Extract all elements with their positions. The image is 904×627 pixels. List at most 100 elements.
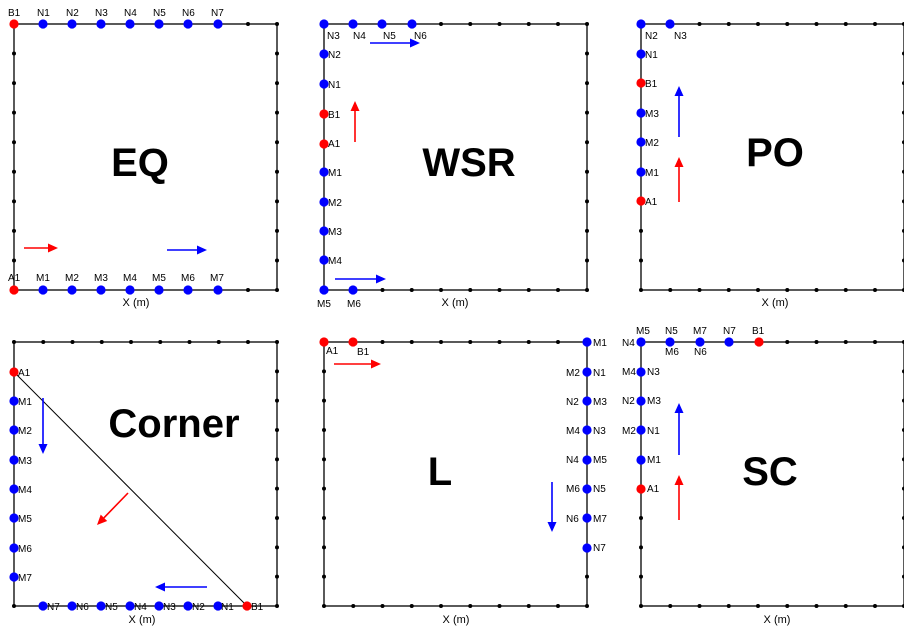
node-label: M3	[645, 109, 659, 120]
x-axis-label: X (m)	[442, 297, 469, 309]
boundary-dot	[409, 288, 414, 292]
blue-node	[319, 197, 329, 207]
boundary-dot	[351, 604, 356, 608]
boundary-dot	[275, 516, 279, 520]
boundary-dot	[726, 288, 731, 292]
boundary-dot	[585, 199, 589, 204]
node-label: A1	[647, 484, 660, 495]
boundary-dot	[275, 288, 279, 292]
node-label: N6	[76, 602, 89, 613]
boundary-dot	[12, 340, 16, 344]
boundary-dot	[275, 545, 279, 550]
boundary-dot	[246, 22, 250, 26]
panel-frame	[13, 341, 278, 607]
red-node	[9, 285, 19, 295]
x-axis-label: X (m)	[764, 614, 791, 626]
red-node	[242, 601, 252, 611]
boundary-dot	[843, 288, 848, 292]
blue-node	[319, 19, 329, 29]
node-label: M7	[693, 326, 707, 337]
blue-arrow-up-icon	[674, 86, 684, 137]
panel-title: Corner	[108, 402, 239, 446]
boundary-dot	[814, 604, 819, 608]
boundary-dot	[322, 516, 326, 520]
boundary-dot	[585, 110, 589, 115]
boundary-dot	[380, 340, 385, 344]
blue-node	[125, 285, 135, 295]
node-label: A1	[645, 197, 658, 208]
blue-node	[319, 255, 329, 265]
boundary-dot	[246, 340, 250, 344]
boundary-dot	[12, 51, 16, 56]
blue-node	[9, 572, 19, 582]
node-label: N5	[593, 484, 606, 495]
node-label: M5	[636, 326, 650, 337]
blue-node	[636, 367, 646, 377]
node-label: M6	[18, 544, 32, 555]
boundary-dot	[275, 51, 279, 56]
boundary-dot	[468, 22, 473, 26]
node-label: M3	[593, 397, 607, 408]
x-axis-label: X (m)	[443, 614, 470, 626]
node-label: M1	[36, 273, 50, 284]
node-label: A1	[328, 139, 341, 150]
blue-node	[407, 19, 417, 29]
blue-node	[9, 513, 19, 523]
boundary-dot	[585, 81, 589, 86]
boundary-dot	[726, 22, 731, 26]
node-label: N2	[328, 50, 341, 61]
node-label: M2	[645, 138, 659, 149]
red-arrow-right-icon	[24, 243, 58, 253]
boundary-dot	[275, 140, 279, 145]
node-label: M7	[18, 573, 32, 584]
blue-node	[154, 19, 164, 29]
node-label: M2	[18, 426, 32, 437]
node-label: N1	[645, 50, 658, 61]
node-label: M2	[622, 426, 636, 437]
blue-node	[9, 396, 19, 406]
boundary-dot	[275, 110, 279, 115]
node-label: N4	[134, 602, 147, 613]
boundary-dot	[497, 340, 502, 344]
boundary-dot	[785, 22, 790, 26]
blue-arrow-right-icon	[335, 274, 386, 284]
node-label: N4	[622, 338, 635, 349]
boundary-dot	[380, 604, 385, 608]
blue-arrow-down-icon	[38, 398, 48, 454]
boundary-dot	[322, 574, 326, 579]
panel-title: EQ	[111, 141, 169, 185]
node-label: N1	[647, 426, 660, 437]
node-label: M6	[347, 299, 361, 310]
boundary-dot	[275, 574, 279, 579]
blue-node	[319, 167, 329, 177]
boundary-dot	[556, 288, 560, 292]
node-label: N1	[593, 368, 606, 379]
boundary-dot	[380, 288, 385, 292]
blue-node	[636, 108, 646, 118]
boundary-dot	[639, 574, 643, 579]
blue-node	[213, 19, 223, 29]
boundary-dot	[526, 604, 531, 608]
boundary-dot	[756, 288, 760, 292]
boundary-dot	[585, 140, 589, 145]
node-label: M6	[181, 273, 195, 284]
node-label: M4	[622, 367, 636, 378]
blue-node	[582, 396, 592, 406]
node-label: A1	[18, 368, 31, 379]
boundary-dot	[639, 228, 643, 233]
node-label: M6	[665, 347, 679, 358]
boundary-dot	[322, 604, 326, 608]
blue-arrow-right-icon	[167, 245, 207, 255]
boundary-dot	[322, 545, 326, 550]
blue-node	[724, 337, 734, 347]
node-label: N4	[566, 455, 579, 466]
x-axis-label: X (m)	[129, 614, 156, 626]
x-axis-label: X (m)	[762, 297, 789, 309]
boundary-dot	[785, 604, 790, 608]
blue-node	[38, 19, 48, 29]
boundary-dot	[12, 258, 16, 263]
node-label: N6	[566, 514, 579, 525]
boundary-dot	[497, 288, 502, 292]
